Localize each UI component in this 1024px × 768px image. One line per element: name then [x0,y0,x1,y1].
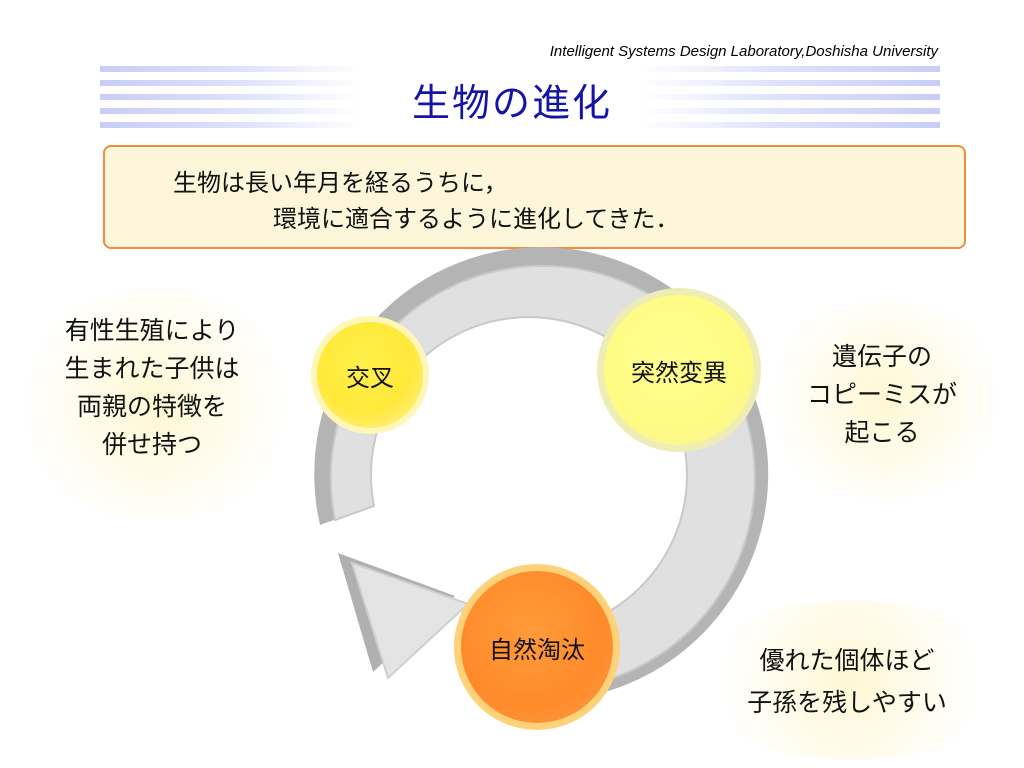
title-decoration-right [640,66,940,128]
mutation-label: 突然変異 [631,358,727,387]
crossover-note-line: 併せ持つ [101,430,202,459]
crossover-note: 有性生殖により 生まれた子供は 両親の特徴を 併せ持つ [18,312,286,464]
crossover-note-line: 生まれた子供は [64,354,240,383]
slide-title: 生物の進化 [411,81,612,125]
selection-note: 優れた個体ほど 子孫を残しやすい [706,640,988,724]
summary-line-1: 生物は長い年月を経るうちに， [173,169,508,197]
crossover-label: 交叉 [346,363,394,392]
crossover-note-line: 有性生殖により [64,316,240,345]
note-glow-left [10,290,300,520]
mutation-note-line: コピーミスが [806,380,957,409]
selection-note-line: 優れた個体ほど [759,646,935,675]
selection-node: 自然淘汰 [454,564,620,730]
note-glow-bottom [690,600,1010,760]
crossover-node: 交叉 [311,316,429,434]
note-glow-right [760,300,1010,500]
crossover-note-line: 両親の特徴を [76,392,227,421]
selection-label: 自然淘汰 [489,635,585,664]
lab-name: Intelligent Systems Design Laboratory,Do… [549,43,938,60]
mutation-note: 遺伝子の コピーミスが 起こる [782,338,982,452]
summary-box: 生物は長い年月を経るうちに， 環境に適合するように進化してきた． [103,145,966,249]
selection-note-line: 子孫を残しやすい [747,688,947,717]
mutation-node: 突然変異 [597,288,761,452]
title-decoration-left [100,66,360,128]
mutation-note-line: 起こる [844,418,920,447]
mutation-note-line: 遺伝子の [831,342,932,371]
summary-line-2: 環境に適合するように進化してきた． [273,205,680,233]
cycle-arrow-head [350,561,470,680]
